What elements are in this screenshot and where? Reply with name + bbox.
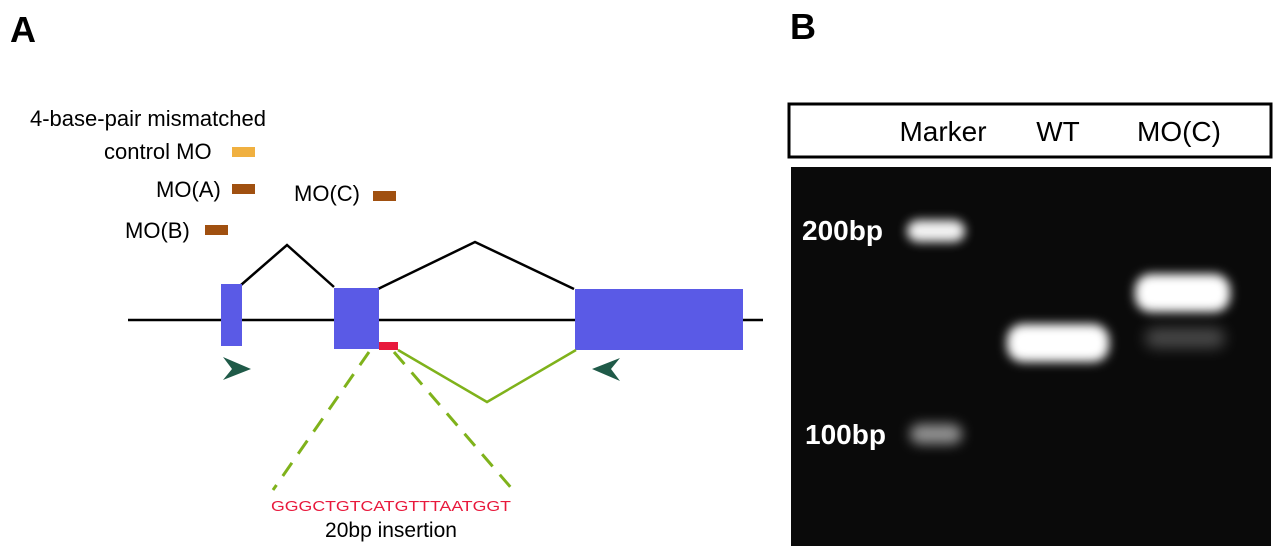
exon-1 [221,284,242,346]
wt-band [1007,324,1109,362]
panel-b: B Marker WT MO(C) 200bp 100bp [787,6,1273,546]
lane-header-box [787,102,1273,159]
marker-band-200bp [907,220,965,242]
normal-splice-2 [377,240,575,291]
forward-primer-arrow [223,357,251,380]
control-mo-marker [232,147,255,157]
mo-a-label: MO(A) [156,177,221,202]
lane-header-wt: WT [1036,116,1080,147]
control-mo-label-line2: control MO [104,139,212,164]
control-mo-label-line1: 4-base-pair mismatched [30,106,266,131]
marker-band-100bp [910,424,962,444]
aberrant-splice [397,348,577,404]
lane-header-mo-c: MO(C) [1137,116,1221,147]
normal-splice-1 [240,243,335,288]
mo-b-marker [205,225,228,235]
mo-c-faint-band [1145,328,1225,348]
mo-c-band [1135,274,1230,312]
lane-header-marker: Marker [899,116,986,147]
exon-3 [575,289,743,350]
marker-label-100bp: 100bp [805,419,886,450]
panel-a: A 4-base-pair mismatched control MO MO(A… [10,9,763,542]
mo-c-marker [373,191,396,201]
insertion-zoom-right [392,351,515,491]
reverse-primer-arrow [592,358,620,381]
mo-a-marker [232,184,255,194]
panel-b-label: B [790,6,816,47]
marker-label-200bp: 200bp [802,215,883,246]
exon-2 [334,288,379,349]
insertion-label: 20bp insertion [325,519,457,542]
insertion-sequence: GGGCTGTCATGTTTAATGGT [271,498,511,515]
insertion-zoom-left [271,351,371,491]
mo-c-label: MO(C) [294,181,360,206]
panel-a-label: A [10,9,36,50]
mo-b-label: MO(B) [125,218,190,243]
insertion-marker [379,342,398,350]
